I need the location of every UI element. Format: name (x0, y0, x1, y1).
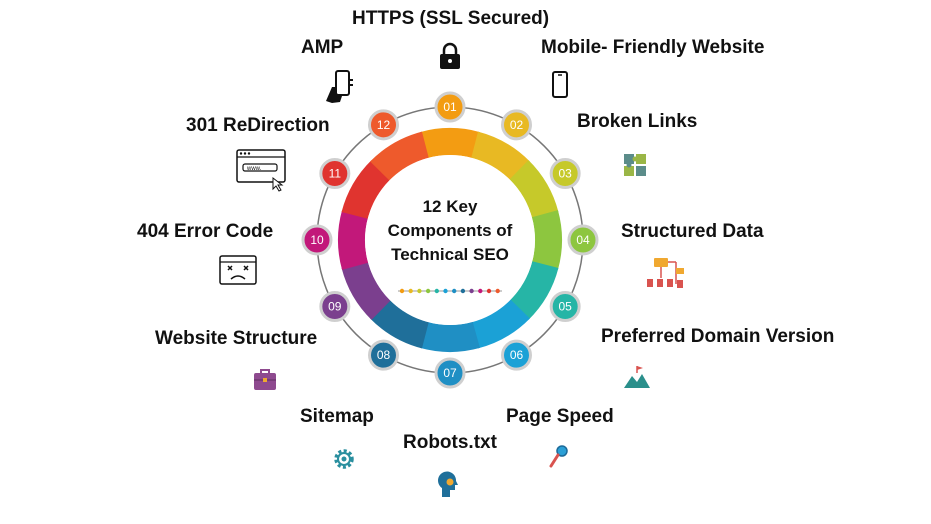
label-301-redirection: 301 ReDirection (186, 115, 330, 136)
node-number-04: 04 (576, 233, 590, 247)
label-broken-links: Broken Links (577, 111, 698, 132)
node-circle-03 (549, 158, 581, 189)
node-circle-11 (319, 158, 351, 189)
node-09: 09 (319, 291, 351, 322)
briefcase-icon (254, 369, 276, 390)
node-number-02: 02 (510, 118, 524, 132)
node-number-01: 01 (443, 100, 457, 114)
hand-phone-icon (326, 70, 353, 103)
dot-09 (469, 288, 474, 294)
node-08: 08 (368, 339, 399, 371)
label-robots-txt: Robots.txt (403, 432, 497, 453)
label-amp: AMP (301, 37, 344, 58)
dot-08 (460, 288, 466, 294)
dot-10 (478, 288, 483, 294)
wheel-segment-08 (370, 299, 429, 349)
wheel-segment-10 (338, 210, 369, 270)
node-number-07: 07 (443, 366, 457, 380)
node-10: 10 (301, 224, 333, 256)
dot-02 (408, 288, 413, 294)
node-01: 01 (434, 91, 466, 123)
dot-01 (399, 288, 405, 294)
node-circle-07 (434, 357, 466, 389)
wheel-segment-04 (531, 210, 563, 270)
color-wheel (338, 128, 563, 352)
node-number-12: 12 (377, 118, 391, 132)
hierarchy-icon (647, 258, 684, 288)
dot-04 (425, 288, 431, 294)
node-number-05: 05 (559, 300, 573, 314)
brain-gear-icon (438, 471, 458, 497)
component-icons: www. (219, 42, 684, 497)
node-11: 11 (319, 158, 351, 189)
padlock-icon (440, 42, 460, 69)
node-circle-02 (501, 109, 532, 141)
puzzle-icon (624, 154, 646, 176)
wheel-segment-03 (509, 160, 559, 219)
wheel-segment-09 (341, 261, 391, 320)
wheel-segment-02 (471, 131, 530, 181)
center-title-line-3: Technical SEO (391, 245, 509, 264)
mountain-flag-icon (624, 366, 650, 388)
node-04: 04 (567, 224, 599, 256)
sad-browser-icon (219, 255, 257, 285)
node-number-09: 09 (328, 300, 342, 314)
node-06: 06 (501, 339, 532, 371)
dot-07 (452, 288, 457, 294)
node-circle-09 (319, 291, 351, 322)
node-number-08: 08 (377, 348, 391, 362)
dot-06 (443, 288, 448, 294)
center-title-line-1: 12 Key (422, 197, 478, 216)
svg-text:www.: www. (246, 166, 262, 172)
wheel-segment-06 (471, 299, 530, 349)
center-title: 12 Key Components of Technical SEO (370, 195, 530, 267)
label-404-error: 404 Error Code (137, 221, 274, 242)
wheel-center (365, 155, 535, 325)
wheel-segment-05 (509, 261, 559, 320)
node-02: 02 (501, 109, 532, 141)
node-circle-04 (567, 224, 599, 256)
node-circle-10 (301, 224, 333, 256)
label-https: HTTPS (SSL Secured) (352, 8, 550, 29)
wheel-segment-12 (370, 131, 429, 181)
label-website-structure: Website Structure (155, 328, 318, 349)
label-mobile-friendly: Mobile- Friendly Website (541, 37, 765, 58)
node-circle-01 (434, 91, 466, 123)
node-number-10: 10 (310, 233, 324, 247)
dot-05 (434, 288, 439, 294)
node-number-06: 06 (510, 348, 524, 362)
node-circle-08 (368, 339, 399, 371)
label-page-speed: Page Speed (506, 406, 614, 427)
node-circle-12 (368, 109, 399, 141)
wheel-segment-01 (420, 128, 480, 159)
label-sitemap: Sitemap (300, 406, 374, 427)
node-circle-06 (501, 339, 532, 371)
dot-03 (417, 288, 422, 294)
node-12: 12 (368, 109, 399, 141)
dot-11 (486, 288, 492, 294)
wheel-segment-11 (341, 160, 391, 219)
dot-12 (495, 288, 500, 294)
node-number-11: 11 (329, 167, 342, 181)
node-number-03: 03 (559, 167, 573, 181)
node-03: 03 (549, 158, 581, 189)
center-title-line-2: Components of (387, 221, 513, 240)
node-circle-05 (549, 291, 581, 322)
wheel-segment-07 (420, 321, 480, 352)
label-preferred-domain: Preferred Domain Version (601, 326, 835, 347)
node-05: 05 (549, 291, 581, 322)
center-dot-line (398, 288, 502, 294)
magnifier-icon (549, 445, 568, 468)
number-nodes: 01 02 03 04 05 06 07 08 09 10 11 12 (301, 91, 599, 389)
browser-cursor-icon: www. (236, 149, 286, 192)
gear-icon (334, 449, 354, 469)
node-07: 07 (434, 357, 466, 389)
smartphone-icon (552, 71, 568, 98)
label-structured-data: Structured Data (621, 221, 764, 242)
